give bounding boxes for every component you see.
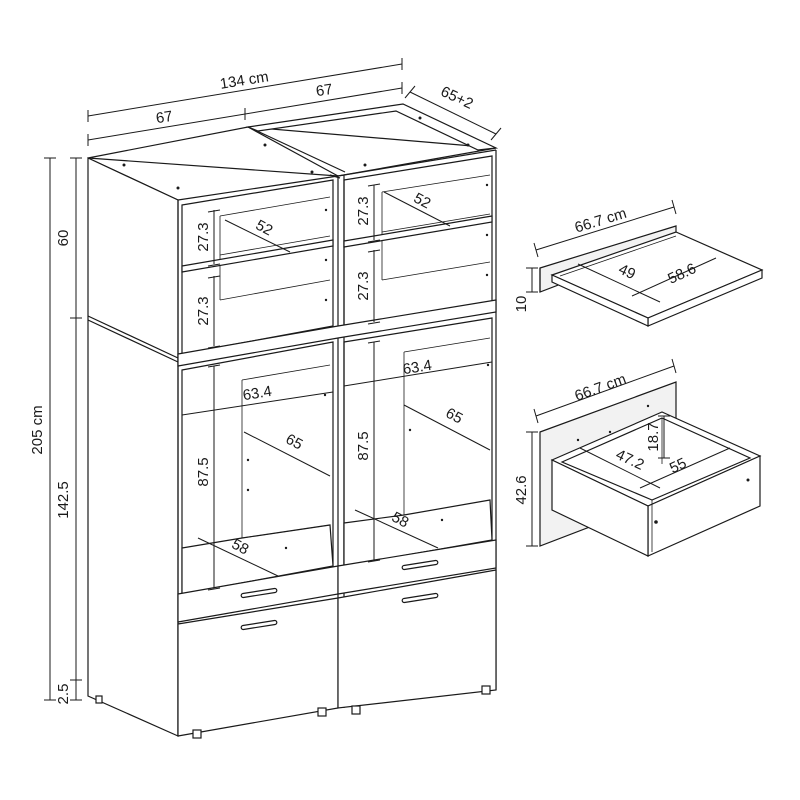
left-width-label: 67 [155, 108, 174, 127]
right-door [337, 569, 497, 709]
right-width-label: 67 [315, 81, 334, 100]
main-dimensions: 134 cm 67 67 65+2 205 cm 60 142.5 2.5 27… [29, 58, 502, 705]
left-side-panel [87, 157, 179, 737]
shelf-side-edge [551, 274, 649, 327]
foot [192, 729, 202, 739]
shelf-detail-drawing: 66.7 cm 10 49 58.6 [513, 199, 764, 327]
bottom-left-depth-label: 65 [283, 431, 306, 454]
module-divider [177, 299, 497, 367]
foot [317, 707, 327, 717]
shelf-height-label: 10 [513, 296, 530, 313]
right-door-handle [401, 592, 439, 604]
bottom-left-floor [181, 524, 334, 595]
drawer-outer-depth-label: 55 [667, 455, 689, 477]
drawer-detail-drawing: 66.7 cm 42.6 18.7 47.2 55 [513, 358, 762, 557]
top-left-lower-height-label: 27.3 [195, 296, 212, 325]
foot-height-label: 2.5 [55, 684, 72, 705]
wardrobe-drawing [87, 103, 499, 739]
foot [481, 685, 491, 695]
top-left-compartment [181, 179, 334, 355]
total-width-label: 134 cm [219, 68, 270, 92]
bottom-right-width-label: 63.4 [402, 357, 434, 378]
drawer-front-height-label: 42.6 [513, 475, 530, 504]
bottom-left-height-label: 87.5 [195, 457, 212, 486]
left-door [177, 597, 339, 737]
bottom-left-width-label: 63.4 [242, 383, 274, 404]
top-right-lower-height-label: 27.3 [355, 271, 372, 300]
bottom-right-depth-label: 65 [443, 405, 466, 428]
bottom-right-floor-label: 58 [389, 509, 412, 532]
foot [95, 695, 103, 704]
bottom-height-label: 142.5 [55, 481, 72, 519]
shelf-board [550, 231, 764, 319]
left-door-handle [240, 619, 278, 631]
drawer-side [551, 459, 649, 557]
top-left-depth-label: 52 [253, 217, 276, 240]
right-drawer-handle [401, 559, 439, 571]
top-right-shelf-height-label: 27.3 [355, 196, 372, 225]
shelf-depth-a-label: 49 [616, 261, 638, 283]
total-height-label: 205 cm [29, 405, 46, 454]
top-left-shelf-height-label: 27.3 [195, 222, 212, 251]
foot [351, 705, 361, 715]
shelf-width-label: 66.7 cm [573, 205, 629, 237]
drawer-width-label: 66.7 cm [572, 371, 628, 405]
left-drawer-handle [240, 587, 278, 599]
bottom-right-floor [343, 499, 493, 567]
bottom-right-height-label: 87.5 [355, 431, 372, 460]
top-right-depth-label: 52 [411, 190, 434, 213]
drawer-inner-height-label: 18.7 [645, 422, 662, 451]
top-height-label: 60 [55, 230, 72, 247]
top-right-shelf [343, 215, 493, 248]
bottom-left-floor-label: 58 [229, 536, 252, 559]
